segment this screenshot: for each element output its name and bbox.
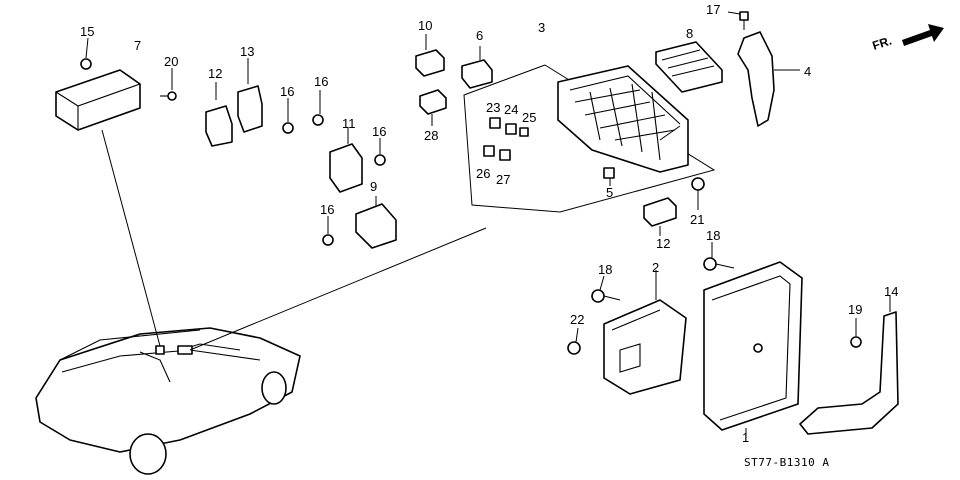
mini-relay-27 [499, 149, 511, 161]
callout-16-b: 16 [314, 74, 328, 89]
relay-10 [415, 34, 445, 77]
callout-23: 23 [486, 100, 500, 115]
callout-28: 28 [424, 128, 438, 143]
relay-11 [329, 128, 363, 193]
relay-7 [55, 69, 141, 131]
callout-24: 24 [504, 102, 518, 117]
screw-16-b [312, 90, 324, 126]
callout-2: 2 [652, 260, 659, 275]
bolt-17 [727, 11, 749, 30]
callout-18-lower: 18 [598, 262, 612, 277]
relay-6 [461, 46, 493, 89]
callout-6: 6 [476, 28, 483, 43]
callout-16-d: 16 [320, 202, 334, 217]
screw-20 [160, 68, 177, 101]
relay-12-right [643, 197, 677, 236]
callout-25: 25 [522, 110, 536, 125]
callout-4: 4 [804, 64, 811, 79]
mini-relay-23 [489, 117, 501, 129]
callout-3: 3 [538, 20, 545, 35]
callout-9: 9 [370, 179, 377, 194]
mini-relay-25 [519, 127, 529, 137]
callout-8: 8 [686, 26, 693, 41]
mini-relay-24 [505, 123, 517, 135]
drawing-code: ST77-B1310 A [744, 456, 829, 469]
callout-26: 26 [476, 166, 490, 181]
callout-17: 17 [706, 2, 720, 17]
callout-11: 11 [342, 116, 356, 131]
screw-19 [850, 318, 862, 348]
nut-22 [567, 327, 581, 355]
callout-22: 22 [570, 312, 584, 327]
screw-16-d [322, 216, 334, 246]
callout-19: 19 [848, 302, 862, 317]
relay-28 [419, 89, 447, 126]
fuse-box-location-line [189, 227, 487, 351]
callout-14: 14 [884, 284, 898, 299]
vehicle-location-illustration [35, 327, 301, 475]
callout-13: 13 [240, 44, 254, 59]
bolt-18-upper [703, 242, 735, 271]
callout-21: 21 [690, 212, 704, 227]
callout-27: 27 [496, 172, 510, 187]
relay-13 [237, 58, 263, 133]
fuse-box-connector-line [659, 125, 681, 141]
callout-7: 7 [134, 38, 141, 53]
screw-16-c [374, 138, 386, 166]
mini-relay-26 [483, 145, 495, 157]
bolt-18-lower [591, 275, 621, 303]
screw-16-a [282, 98, 294, 134]
mini-relay-5 [603, 167, 615, 186]
front-arrow-icon [902, 24, 944, 46]
callout-5: 5 [606, 185, 613, 200]
callout-18-upper: 18 [706, 228, 720, 243]
bracket-14 [799, 296, 899, 435]
callout-1: 1 [742, 430, 749, 445]
callout-20: 20 [164, 54, 178, 69]
callout-16-a: 16 [280, 84, 294, 99]
callout-15: 15 [80, 24, 94, 39]
bracket-4 [737, 31, 800, 127]
bracket-2 [603, 270, 687, 395]
under-dash-fuse-box [557, 65, 689, 173]
relay-12-left [205, 82, 233, 147]
control-unit-8 [655, 41, 723, 93]
callout-12-left: 12 [208, 66, 222, 81]
nut-21 [691, 177, 705, 210]
bolt-15 [80, 37, 92, 70]
callout-10: 10 [418, 18, 432, 33]
engine-control-unit-1 [703, 261, 803, 438]
front-direction-label: FR. [871, 34, 894, 53]
relay-9 [355, 196, 397, 249]
callout-16-c: 16 [372, 124, 386, 139]
front-direction-indicator: FR. [871, 24, 944, 53]
relay-7-location-line [101, 129, 161, 347]
callout-12-right: 12 [656, 236, 670, 251]
